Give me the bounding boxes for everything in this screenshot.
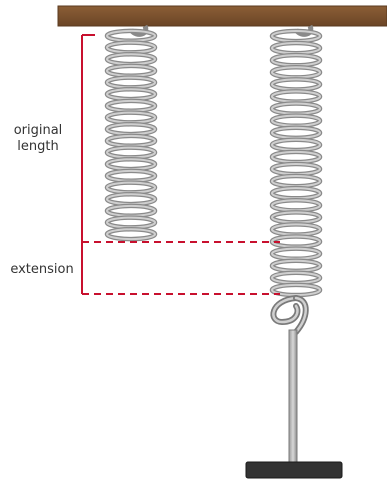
extension-label: extension — [10, 262, 73, 277]
spring-stretched — [272, 26, 320, 295]
original-length-label-line1: original — [14, 123, 63, 138]
spring-original — [107, 26, 155, 239]
hanger-rod — [289, 330, 297, 464]
hook-hanger — [246, 298, 342, 478]
weight-base — [246, 462, 342, 478]
support-beam — [58, 6, 387, 26]
original-length-label-line2: length — [17, 139, 58, 154]
